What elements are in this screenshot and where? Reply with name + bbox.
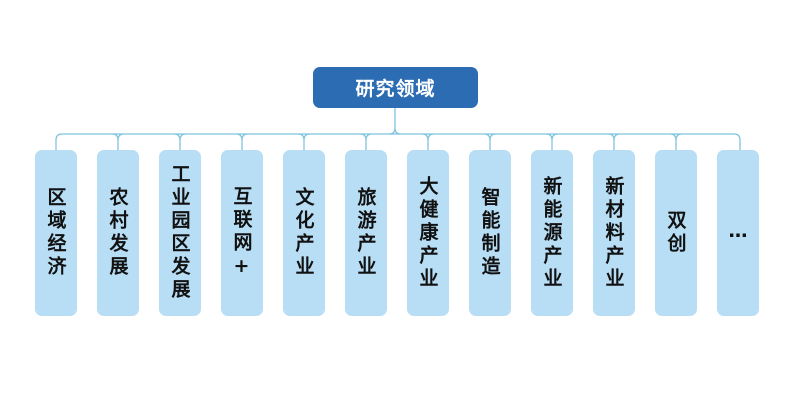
child-node: 新能源产业: [531, 150, 573, 316]
child-node: …: [717, 150, 759, 316]
child-node-label: 新能源产业: [540, 175, 563, 291]
child-node-label: 互联网+: [230, 185, 253, 281]
child-node-label: 智能制造: [478, 187, 501, 279]
child-node: 农村发展: [97, 150, 139, 316]
child-node-label: 农村发展: [106, 187, 129, 279]
child-node-label: 旅游产业: [354, 187, 377, 279]
child-node-label: 区域经济: [44, 187, 67, 279]
child-node: 双创: [655, 150, 697, 316]
child-node: 智能制造: [469, 150, 511, 316]
child-node-label: 文化产业: [292, 187, 315, 279]
connector-path: [55, 108, 741, 150]
child-node: 文化产业: [283, 150, 325, 316]
child-node: 工业园区发展: [159, 150, 201, 316]
child-node-label: 双创: [664, 210, 687, 256]
child-node-label: …: [727, 220, 749, 246]
child-node: 大健康产业: [407, 150, 449, 316]
child-node: 旅游产业: [345, 150, 387, 316]
child-node-label: 大健康产业: [416, 175, 439, 291]
child-node: 新材料产业: [593, 150, 635, 316]
root-node: 研究领域: [313, 67, 478, 108]
child-node: 互联网+: [221, 150, 263, 316]
child-node-label: 工业园区发展: [168, 164, 191, 302]
child-node-label: 新材料产业: [602, 175, 625, 291]
child-node: 区域经济: [35, 150, 77, 316]
